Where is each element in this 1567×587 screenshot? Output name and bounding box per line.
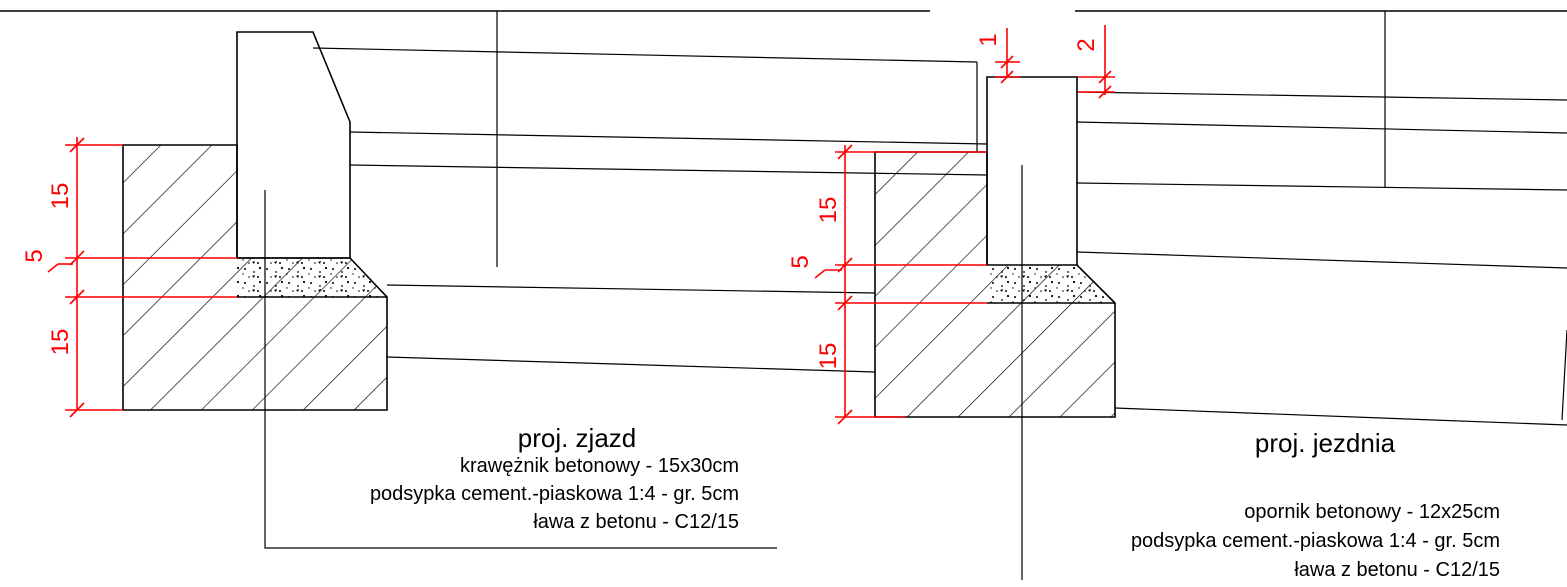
right-curb [976,62,1078,265]
left-bedding-layer [237,258,387,298]
left-leader [264,190,777,549]
layer-lines [312,47,1567,426]
right-title: proj. jezdnia [1255,428,1396,458]
right-dim-top-left: 1 [975,33,1002,46]
left-dim-upper: 15 [47,183,74,210]
right-layer-1: opornik betonowy - 12x25cm [1244,501,1500,523]
left-layer-2: podsypka cement.-piaskowa 1:4 - gr. 5cm [370,483,739,505]
left-layer-1: krawężnik betonowy - 15x30cm [460,455,739,477]
left-dimensions: 15 5 15 [21,137,237,418]
right-dim-upper: 15 [815,197,842,224]
frame-lines [0,10,1567,267]
left-curb [236,31,351,259]
right-dim-lower: 15 [815,343,842,370]
right-dim-top-right: 2 [1073,38,1100,51]
left-layer-3: ława z betonu - C12/15 [533,511,739,533]
right-dim-bedding: 5 [787,255,814,268]
right-layer-3: ława z betonu - C12/15 [1294,559,1500,581]
right-layer-2: podsypka cement.-piaskowa 1:4 - gr. 5cm [1131,530,1500,552]
right-labels: proj. jezdnia opornik betonowy - 12x25cm… [1131,428,1500,581]
left-dim-lower: 15 [47,329,74,356]
right-dimensions: 15 5 15 1 2 [787,25,1115,425]
left-title: proj. zjazd [518,423,637,453]
left-labels: proj. zjazd krawężnik betonowy - 15x30cm… [370,423,739,533]
left-dim-bedding: 5 [21,249,48,262]
